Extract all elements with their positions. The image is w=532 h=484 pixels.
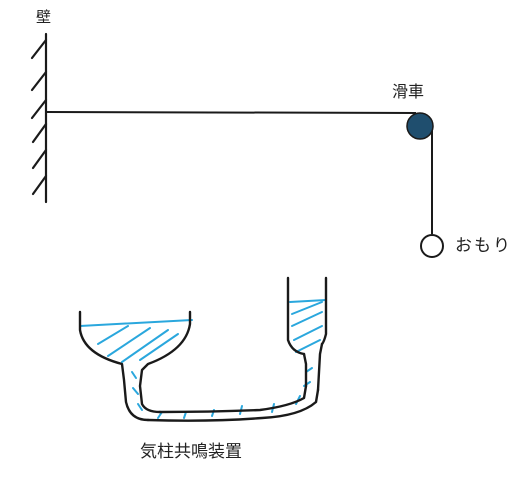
water-stroke	[293, 325, 323, 341]
funnel-outline	[78, 310, 150, 422]
hose-bottom-outer	[146, 388, 320, 422]
funnel-water-surface	[79, 319, 193, 327]
wall-hatch	[30, 70, 48, 92]
water-stroke	[107, 327, 151, 357]
weight	[420, 234, 444, 258]
water-stroke	[139, 333, 179, 361]
water-stroke	[132, 387, 139, 395]
wall-hatch	[31, 122, 48, 144]
hose-rise-outer	[316, 342, 324, 392]
string-horizontal	[45, 111, 417, 114]
pulley	[406, 112, 434, 140]
tube-left-wall	[286, 276, 306, 356]
wall-hatch	[31, 148, 48, 170]
water-stroke	[131, 371, 137, 379]
wall-label: 壁	[36, 8, 52, 26]
wall-hatch	[31, 174, 48, 196]
hose-bottom-inner	[158, 384, 308, 414]
funnel-outline-right	[138, 310, 192, 414]
pulley-label: 滑車	[392, 82, 425, 101]
apparatus-outline	[78, 276, 328, 422]
wall-hatch	[30, 38, 48, 60]
water-stroke	[137, 403, 143, 411]
wall	[30, 32, 48, 204]
resonance-apparatus	[78, 276, 328, 422]
water-stroke	[97, 325, 129, 345]
wall-hatch	[30, 98, 48, 120]
hose-rise-inner	[302, 352, 308, 388]
tube-water-surface	[289, 299, 327, 303]
weight-label: おもり	[455, 236, 512, 256]
water-stroke	[291, 311, 323, 327]
tube-right-wall	[320, 276, 328, 346]
water-stroke	[291, 301, 323, 315]
water	[79, 299, 327, 419]
water-stroke	[295, 339, 321, 353]
water-stroke	[121, 329, 169, 363]
apparatus-label: 気柱共鳴装置	[140, 442, 242, 462]
